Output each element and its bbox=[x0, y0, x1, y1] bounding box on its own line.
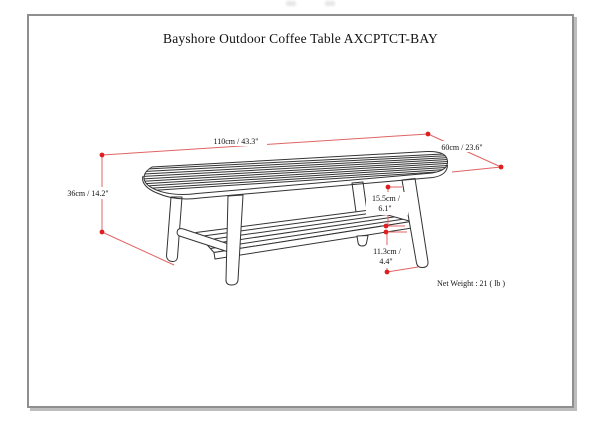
dim-leader-height bbox=[101, 231, 175, 266]
table-leg-rear-right-foot bbox=[356, 235, 369, 247]
page-title: Bayshore Outdoor Coffee Table AXCPTCT-BA… bbox=[163, 31, 438, 46]
tabletop-slats bbox=[143, 153, 448, 192]
dim-depth-label: 60cm / 23.6" bbox=[441, 143, 482, 152]
table-leg-rear-right-upper bbox=[351, 181, 368, 213]
dimension-dots bbox=[99, 131, 504, 275]
dimension-labels: 110cm / 43.3" 60cm / 23.6" 36cm / 14.2" … bbox=[67, 137, 505, 288]
dim-top-to-shelf-in-label: 6.1" bbox=[378, 204, 391, 213]
dim-shelf-to-floor-in-label: 4.4" bbox=[379, 257, 392, 266]
table-leg-rear-left bbox=[166, 196, 183, 263]
label-backplates bbox=[62, 135, 485, 268]
faint-top-mark bbox=[286, 1, 296, 6]
tabletop bbox=[142, 150, 449, 200]
dim-leader-depth bbox=[451, 166, 502, 173]
dim-height-label: 36cm / 14.2" bbox=[67, 189, 108, 198]
faint-top-mark bbox=[325, 1, 335, 6]
table-leg-front-left bbox=[225, 194, 244, 286]
tabletop-rim bbox=[142, 164, 448, 200]
net-weight-label: Net Weight : 21 ( lb ) bbox=[437, 279, 505, 288]
dim-shelf-to-floor-cm-label: 11.3cm / bbox=[373, 247, 401, 256]
table-leg-front-right bbox=[401, 178, 429, 269]
dim-width-label: 110cm / 43.3" bbox=[214, 137, 259, 146]
dim-top-to-shelf-cm-label: 15.5cm / bbox=[372, 194, 401, 203]
dim-leader-floor bbox=[386, 266, 419, 273]
coffee-table-drawing bbox=[142, 150, 449, 286]
sheet-border bbox=[27, 14, 574, 408]
